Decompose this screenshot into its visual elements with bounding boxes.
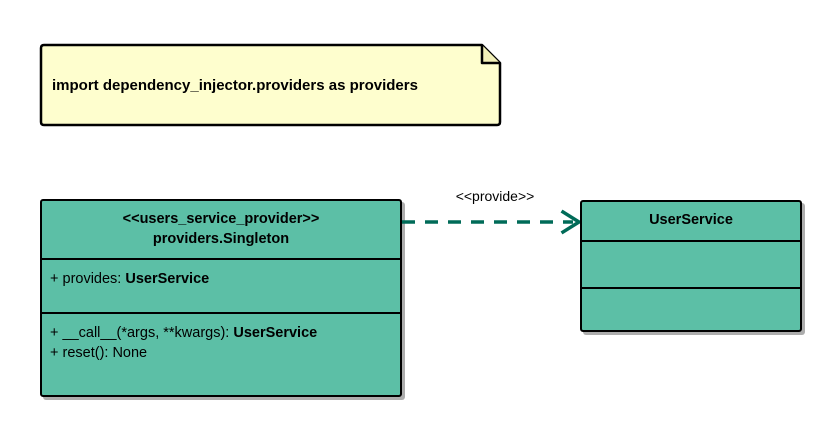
operation-visibility: + [50, 325, 59, 341]
class-header-provider: <<users_service_provider>> providers.Sin… [42, 201, 400, 258]
class-operations-service [582, 287, 800, 331]
attribute-label: provides: [62, 271, 126, 287]
class-box-users-service-provider[interactable]: <<users_service_provider>> providers.Sin… [40, 199, 402, 397]
class-name: UserService [649, 212, 733, 229]
class-stereotype: <<users_service_provider>> [122, 211, 320, 228]
attribute-type: UserService [125, 271, 210, 287]
operation-visibility: + [50, 345, 59, 361]
class-name: providers.Singleton [152, 230, 290, 247]
class-attributes-service [582, 240, 800, 287]
operation-label: reset(): None [62, 345, 148, 361]
dependency-connector[interactable] [395, 182, 590, 237]
operation-row: + reset(): None [50, 343, 392, 363]
open-arrow-icon [560, 209, 583, 235]
class-attributes-provider: + provides: UserService [42, 258, 400, 312]
connector-label-provide: <<provide>> [455, 188, 535, 204]
class-header-service: UserService [582, 202, 800, 240]
operation-return-type: UserService [233, 325, 318, 341]
class-operations-provider: + __call__(*args, **kwargs): UserService… [42, 312, 400, 394]
note-comment[interactable]: import dependency_injector.providers as … [38, 42, 503, 128]
attribute-row: + provides: UserService [50, 269, 392, 289]
operation-row: + __call__(*args, **kwargs): UserService [50, 323, 392, 343]
note-folded-corner-icon [39, 43, 502, 127]
note-text: import dependency_injector.providers as … [52, 76, 418, 94]
attribute-visibility: + [50, 271, 59, 287]
operation-label: __call__(*args, **kwargs): [62, 325, 234, 341]
class-box-user-service[interactable]: UserService [580, 200, 802, 332]
